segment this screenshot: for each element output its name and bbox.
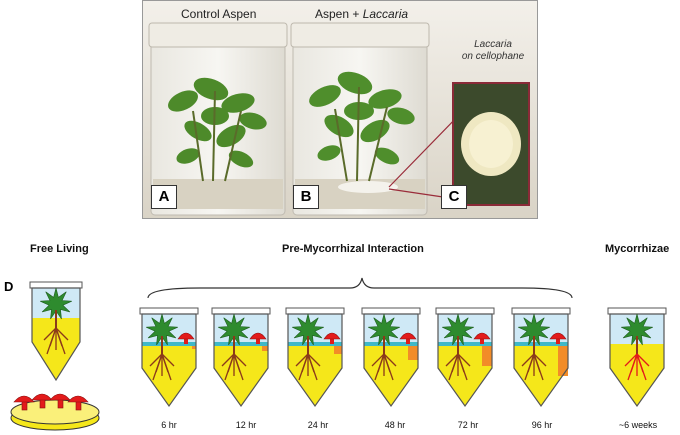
culture-caption-line2: on cellophane: [461, 51, 525, 62]
mycorrhizae-title: Mycorrhizae: [605, 243, 670, 255]
panel-label-b: B: [293, 185, 319, 209]
treated-label-species: Laccaria: [362, 7, 409, 21]
free-living-tube: [29, 281, 83, 382]
pointer-line: [388, 112, 462, 188]
panel-label-d: D: [4, 279, 14, 294]
treated-jar: [290, 22, 430, 216]
interaction-tube-3: [285, 307, 345, 408]
culture-caption: Laccaria on cellophane: [447, 39, 537, 63]
control-jar: [148, 22, 288, 216]
culture-plate: [452, 82, 530, 206]
interaction-tube-4: [361, 307, 421, 408]
interaction-tube-1: [139, 307, 199, 408]
petri-dish: [10, 393, 100, 431]
timepoint-label-1: 6 hr: [161, 420, 177, 430]
timepoint-label-5: 72 hr: [457, 420, 479, 430]
culture-caption-line1: Laccaria: [474, 39, 512, 50]
interaction-tube-2: [211, 307, 271, 408]
panel-label-c: C: [441, 185, 467, 209]
timepoint-label-4: 48 hr: [384, 420, 406, 430]
pointer-line: [388, 188, 444, 198]
series-brace: [147, 277, 573, 299]
timepoint-label-6: 96 hr: [531, 420, 553, 430]
control-aspen-label: Control Aspen: [181, 7, 257, 21]
final-timepoint-label: ~6 weeks: [618, 420, 658, 430]
treated-aspen-label: Aspen + Laccaria: [315, 7, 408, 21]
mycorrhizae-tube: [607, 307, 667, 408]
pre-mycorrhizal-title: Pre-Mycorrhizal Interaction: [282, 243, 424, 255]
free-living-title: Free Living: [30, 243, 89, 255]
interaction-tube-5: [435, 307, 495, 408]
interaction-tube-6: [511, 307, 571, 408]
treated-label-prefix: Aspen +: [315, 7, 363, 21]
photo-panel: Control Aspen Aspen + Laccaria Laccaria …: [142, 0, 538, 219]
jars-photo: [143, 1, 537, 218]
timepoint-label-2: 12 hr: [235, 420, 257, 430]
timepoint-label-3: 24 hr: [307, 420, 329, 430]
panel-label-a: A: [151, 185, 177, 209]
